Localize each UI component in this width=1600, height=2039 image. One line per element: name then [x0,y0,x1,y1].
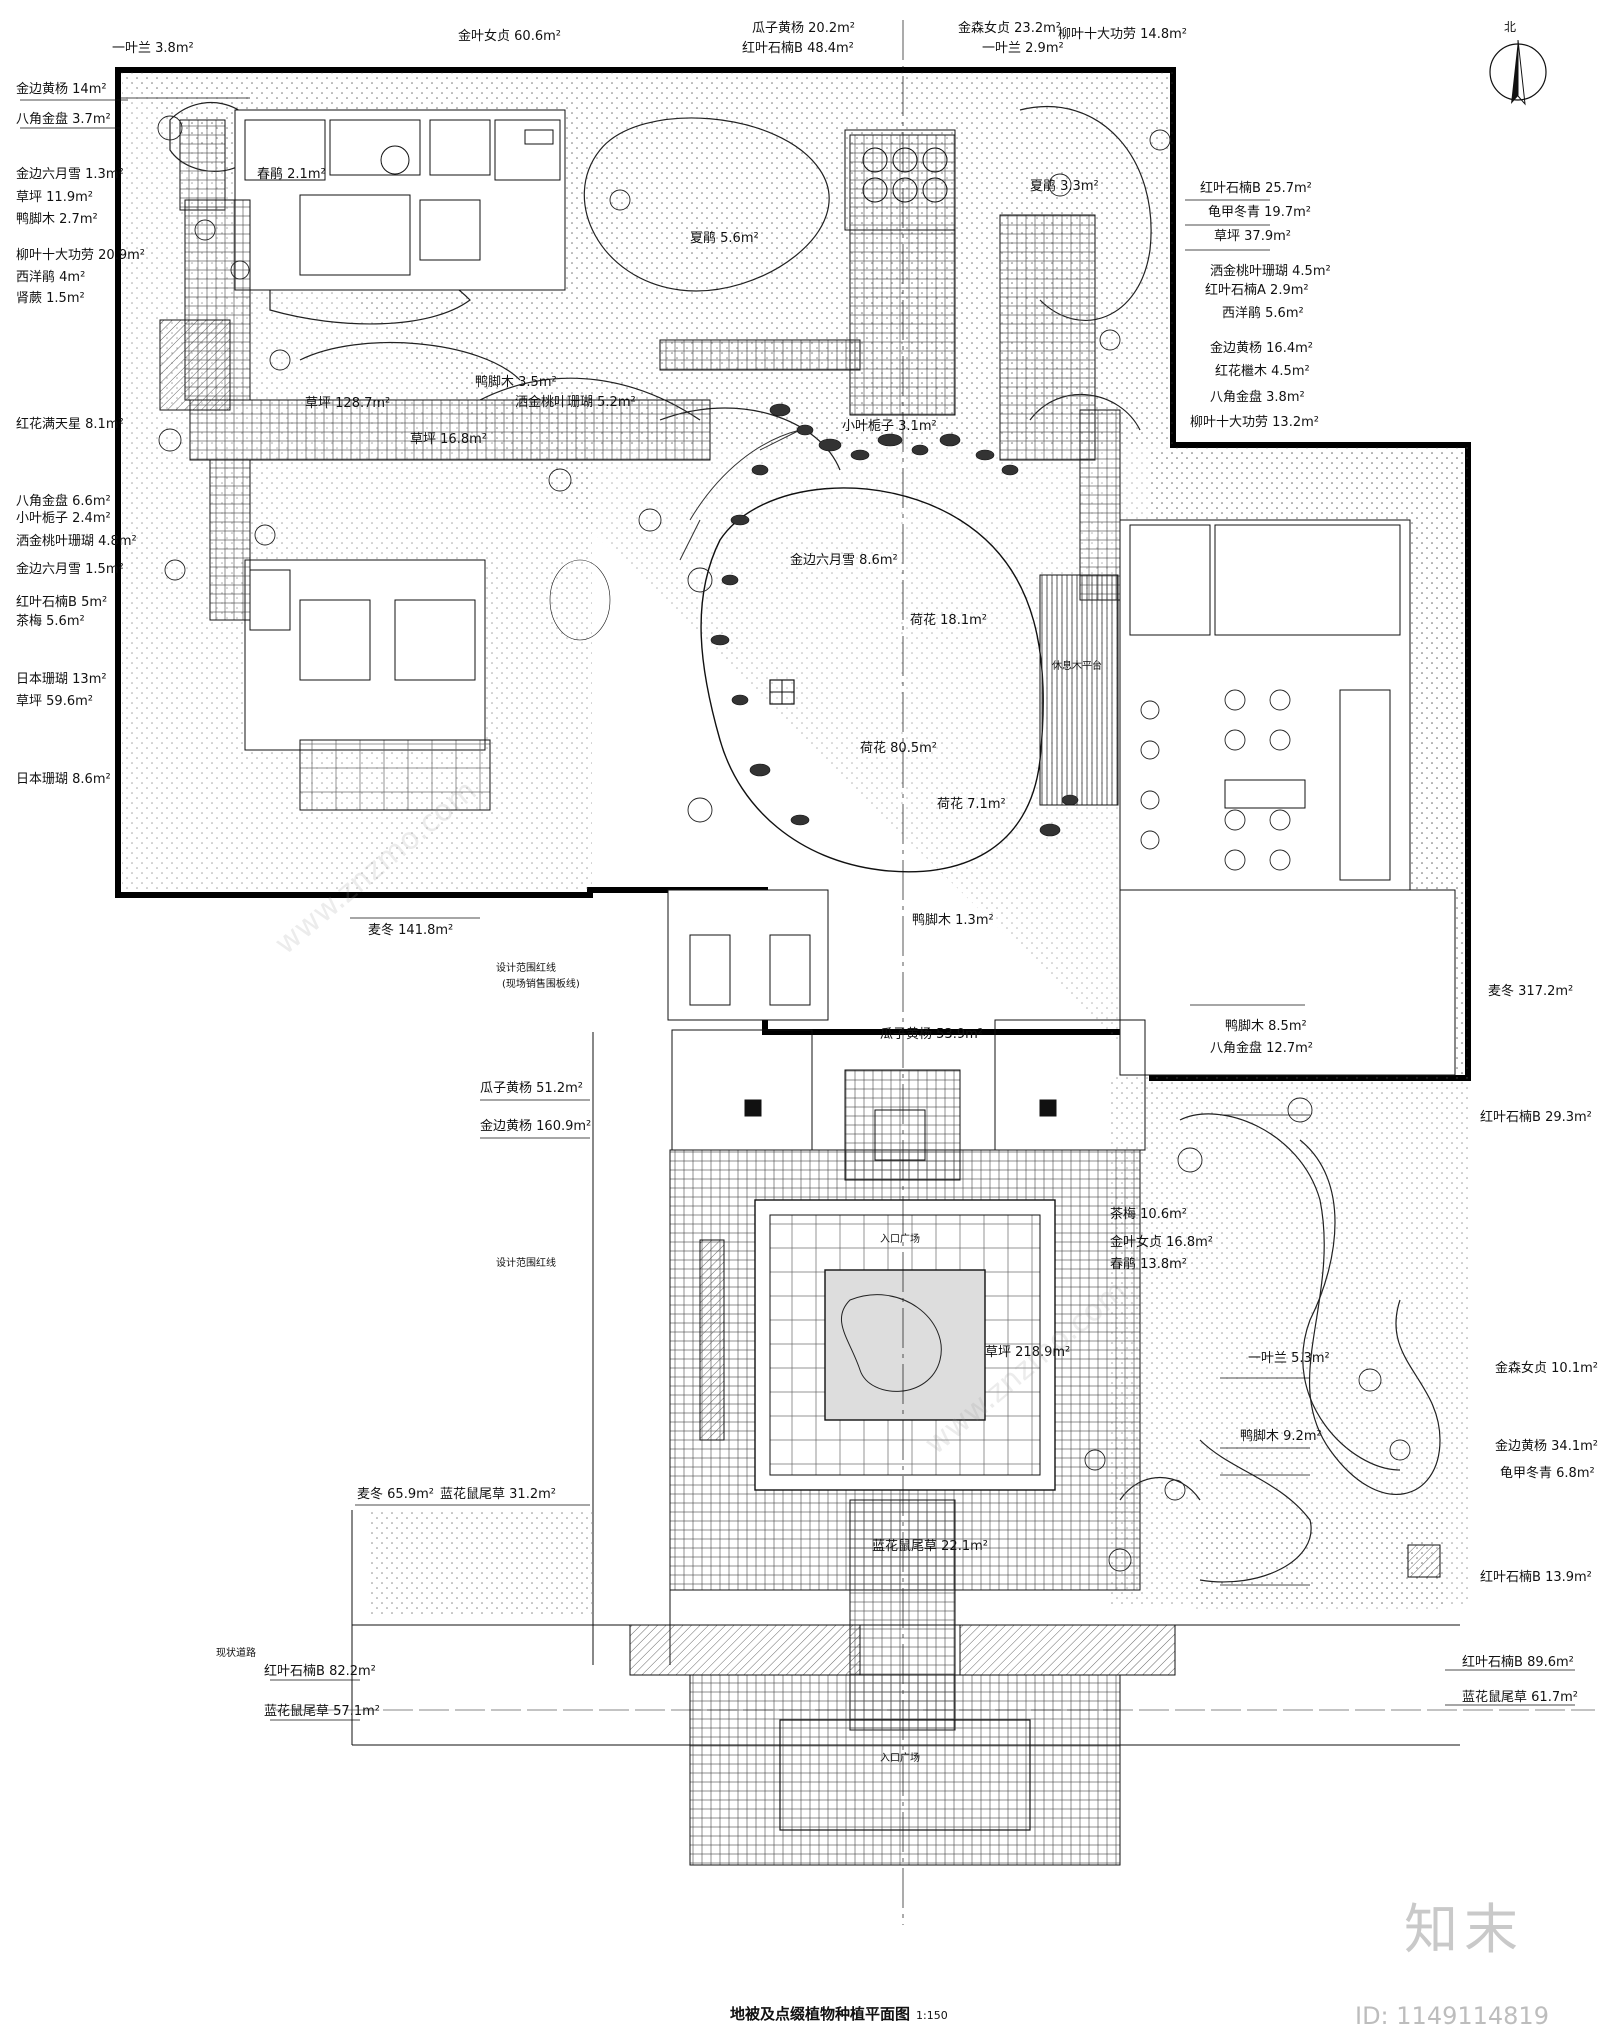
wood-platform [1039,574,1119,806]
drawing-scale: 1:150 [916,2009,948,2022]
label-right-12: 红叶石楠B 29.3m² [1480,1110,1592,1125]
villa-building [234,109,566,811]
label-left-4: 草坪 11.9m² [16,190,93,205]
label-left-17: 草坪 59.6m² [16,694,93,709]
label-lower-2: 瓜子黄杨 51.2m² [480,1081,583,1096]
rockery [549,403,1079,837]
label-left-14: 红叶石楠B 5m² [16,595,108,610]
label-int-21: 春鹃 2.1m² [257,167,326,182]
label-right-2: 龟甲冬青 19.7m² [1208,205,1311,220]
label-left-15: 茶梅 5.6m² [16,614,85,629]
label-left-3: 金边六月雪 1.3m² [16,167,124,182]
label-left-1: 金边黄杨 14m² [16,82,107,97]
label-top-5: 金森女贞 23.2m² [958,21,1061,36]
label-lower-4: 麦冬 65.9m² [357,1487,434,1502]
label-int-14: 草坪 218.9m² [985,1345,1071,1360]
label-lower-1: 麦冬 141.8m² [368,923,454,938]
label-right-3: 草坪 37.9m² [1214,229,1291,244]
label-int-7: 草坪 16.8m² [410,432,487,447]
north-arrow-icon [1489,39,1547,106]
label-right-1: 红叶石楠B 25.7m² [1200,181,1312,196]
label-int-8: 鸭脚木 3.5m² [475,375,557,390]
label-int-2: 荷花 80.5m² [860,741,937,756]
label-int-5: 小叶栀子 3.1m² [842,419,937,434]
label-left-9: 红花满天星 8.1m² [16,417,124,432]
label-int-12: 鸭脚木 8.5m² [1225,1019,1307,1034]
annotation-platform: 休息木平台 [1052,661,1102,672]
label-right-7: 金边黄杨 16.4m² [1210,341,1313,356]
label-top-7: 柳叶十大功劳 14.8m² [1058,27,1187,42]
watermark-logo: 知末 [1404,1898,1524,1961]
label-top-6: 一叶兰 2.9m² [982,41,1064,56]
label-top-4: 红叶石楠B 48.4m² [742,41,854,56]
label-left-13: 金边六月雪 1.5m² [16,562,124,577]
label-int-16: 金叶女贞 16.8m² [1110,1235,1213,1250]
label-right-13: 金森女贞 10.1m² [1495,1361,1598,1376]
label-right-14: 金边黄杨 34.1m² [1495,1439,1598,1454]
service-building [667,889,1146,1151]
label-int-15: 茶梅 10.6m² [1110,1207,1187,1222]
label-lower-6: 红叶石楠B 82.2m² [264,1664,376,1679]
label-lower-7: 蓝花鼠尾草 57.1m² [264,1704,380,1719]
label-left-5: 鸭脚木 2.7m² [16,212,98,227]
label-lower-3: 金边黄杨 160.9m² [480,1119,592,1134]
annotation-boundary-1-note: (现场销售围板线) [502,979,580,990]
label-int-18: 鸭脚木 9.2m² [1240,1429,1322,1444]
label-top-3: 瓜子黄杨 20.2m² [752,21,855,36]
annotation-boundary-2: 设计范围红线 [496,1258,556,1269]
label-int-13: 鸭脚木 1.3m² [912,913,994,928]
label-right-15: 龟甲冬青 6.8m² [1500,1466,1595,1481]
label-int-9: 洒金桃叶珊瑚 5.2m² [515,395,636,410]
annotation-boundary-1: 设计范围红线 [496,963,556,974]
label-lower-5: 蓝花鼠尾草 31.2m² [440,1487,556,1502]
label-right-11: 麦冬 317.2m² [1488,984,1574,999]
label-right-4: 洒金桃叶珊瑚 4.5m² [1210,264,1331,279]
label-left-10: 八角金盘 6.6m² [16,494,111,509]
label-right-16: 红叶石楠B 13.9m² [1480,1570,1592,1585]
label-int-10: 瓜子黄杨 53.9m² [880,1027,983,1042]
clubhouse [1119,519,1456,1076]
label-right-10: 柳叶十大功劳 13.2m² [1190,415,1319,430]
label-int-6: 草坪 128.7m² [305,396,391,411]
label-int-20: 蓝花鼠尾草 22.1m² [872,1539,988,1554]
label-int-4: 金边六月雪 8.6m² [790,553,898,568]
label-right-5: 红叶石楠A 2.9m² [1205,283,1309,298]
label-right-17: 红叶石楠B 89.6m² [1462,1655,1574,1670]
label-top-2: 金叶女贞 60.6m² [458,29,561,44]
annotation-plaza-2: 入口广场 [880,1753,920,1764]
label-left-18: 日本珊瑚 8.6m² [16,772,111,787]
annotation-road: 现状道路 [216,1648,256,1659]
paving [159,119,1121,621]
shrub-symbols [157,115,1411,1572]
label-left-16: 日本珊瑚 13m² [16,672,107,687]
label-int-19: 一叶兰 5.3m² [1248,1351,1330,1366]
label-int-22: 夏鹃 3.3m² [1030,179,1099,194]
label-int-23: 夏鹃 5.6m² [690,231,759,246]
site-lines [275,20,1595,1925]
label-left-7: 西洋鹃 4m² [16,270,86,285]
label-right-6: 西洋鹃 5.6m² [1222,306,1304,321]
label-int-11: 八角金盘 12.7m² [1210,1041,1313,1056]
label-right-8: 红花檵木 4.5m² [1215,364,1310,379]
label-int-1: 荷花 18.1m² [910,613,987,628]
leader-lines [20,97,1575,1721]
label-left-11: 小叶栀子 2.4m² [16,511,111,526]
north-label: 北 [1504,20,1517,34]
bottom-planters [629,1544,1441,1866]
watermark-id: ID: 1149114819 [1355,2002,1549,2030]
label-left-2: 八角金盘 3.7m² [16,112,111,127]
label-top-1: 一叶兰 3.8m² [112,41,194,56]
label-right-9: 八角金盘 3.8m² [1210,390,1305,405]
label-left-8: 肾蕨 1.5m² [16,291,85,306]
label-left-12: 洒金桃叶珊瑚 4.8m² [16,534,137,549]
label-int-17: 春鹃 13.8m² [1110,1257,1187,1272]
label-left-6: 柳叶十大功劳 20.9m² [16,248,145,263]
label-int-3: 荷花 7.1m² [937,797,1006,812]
label-right-18: 蓝花鼠尾草 61.7m² [1462,1690,1578,1705]
cafe-tables [1140,689,1291,871]
annotation-plaza-1: 入口广场 [880,1234,920,1245]
lotus-pond [679,429,1044,873]
